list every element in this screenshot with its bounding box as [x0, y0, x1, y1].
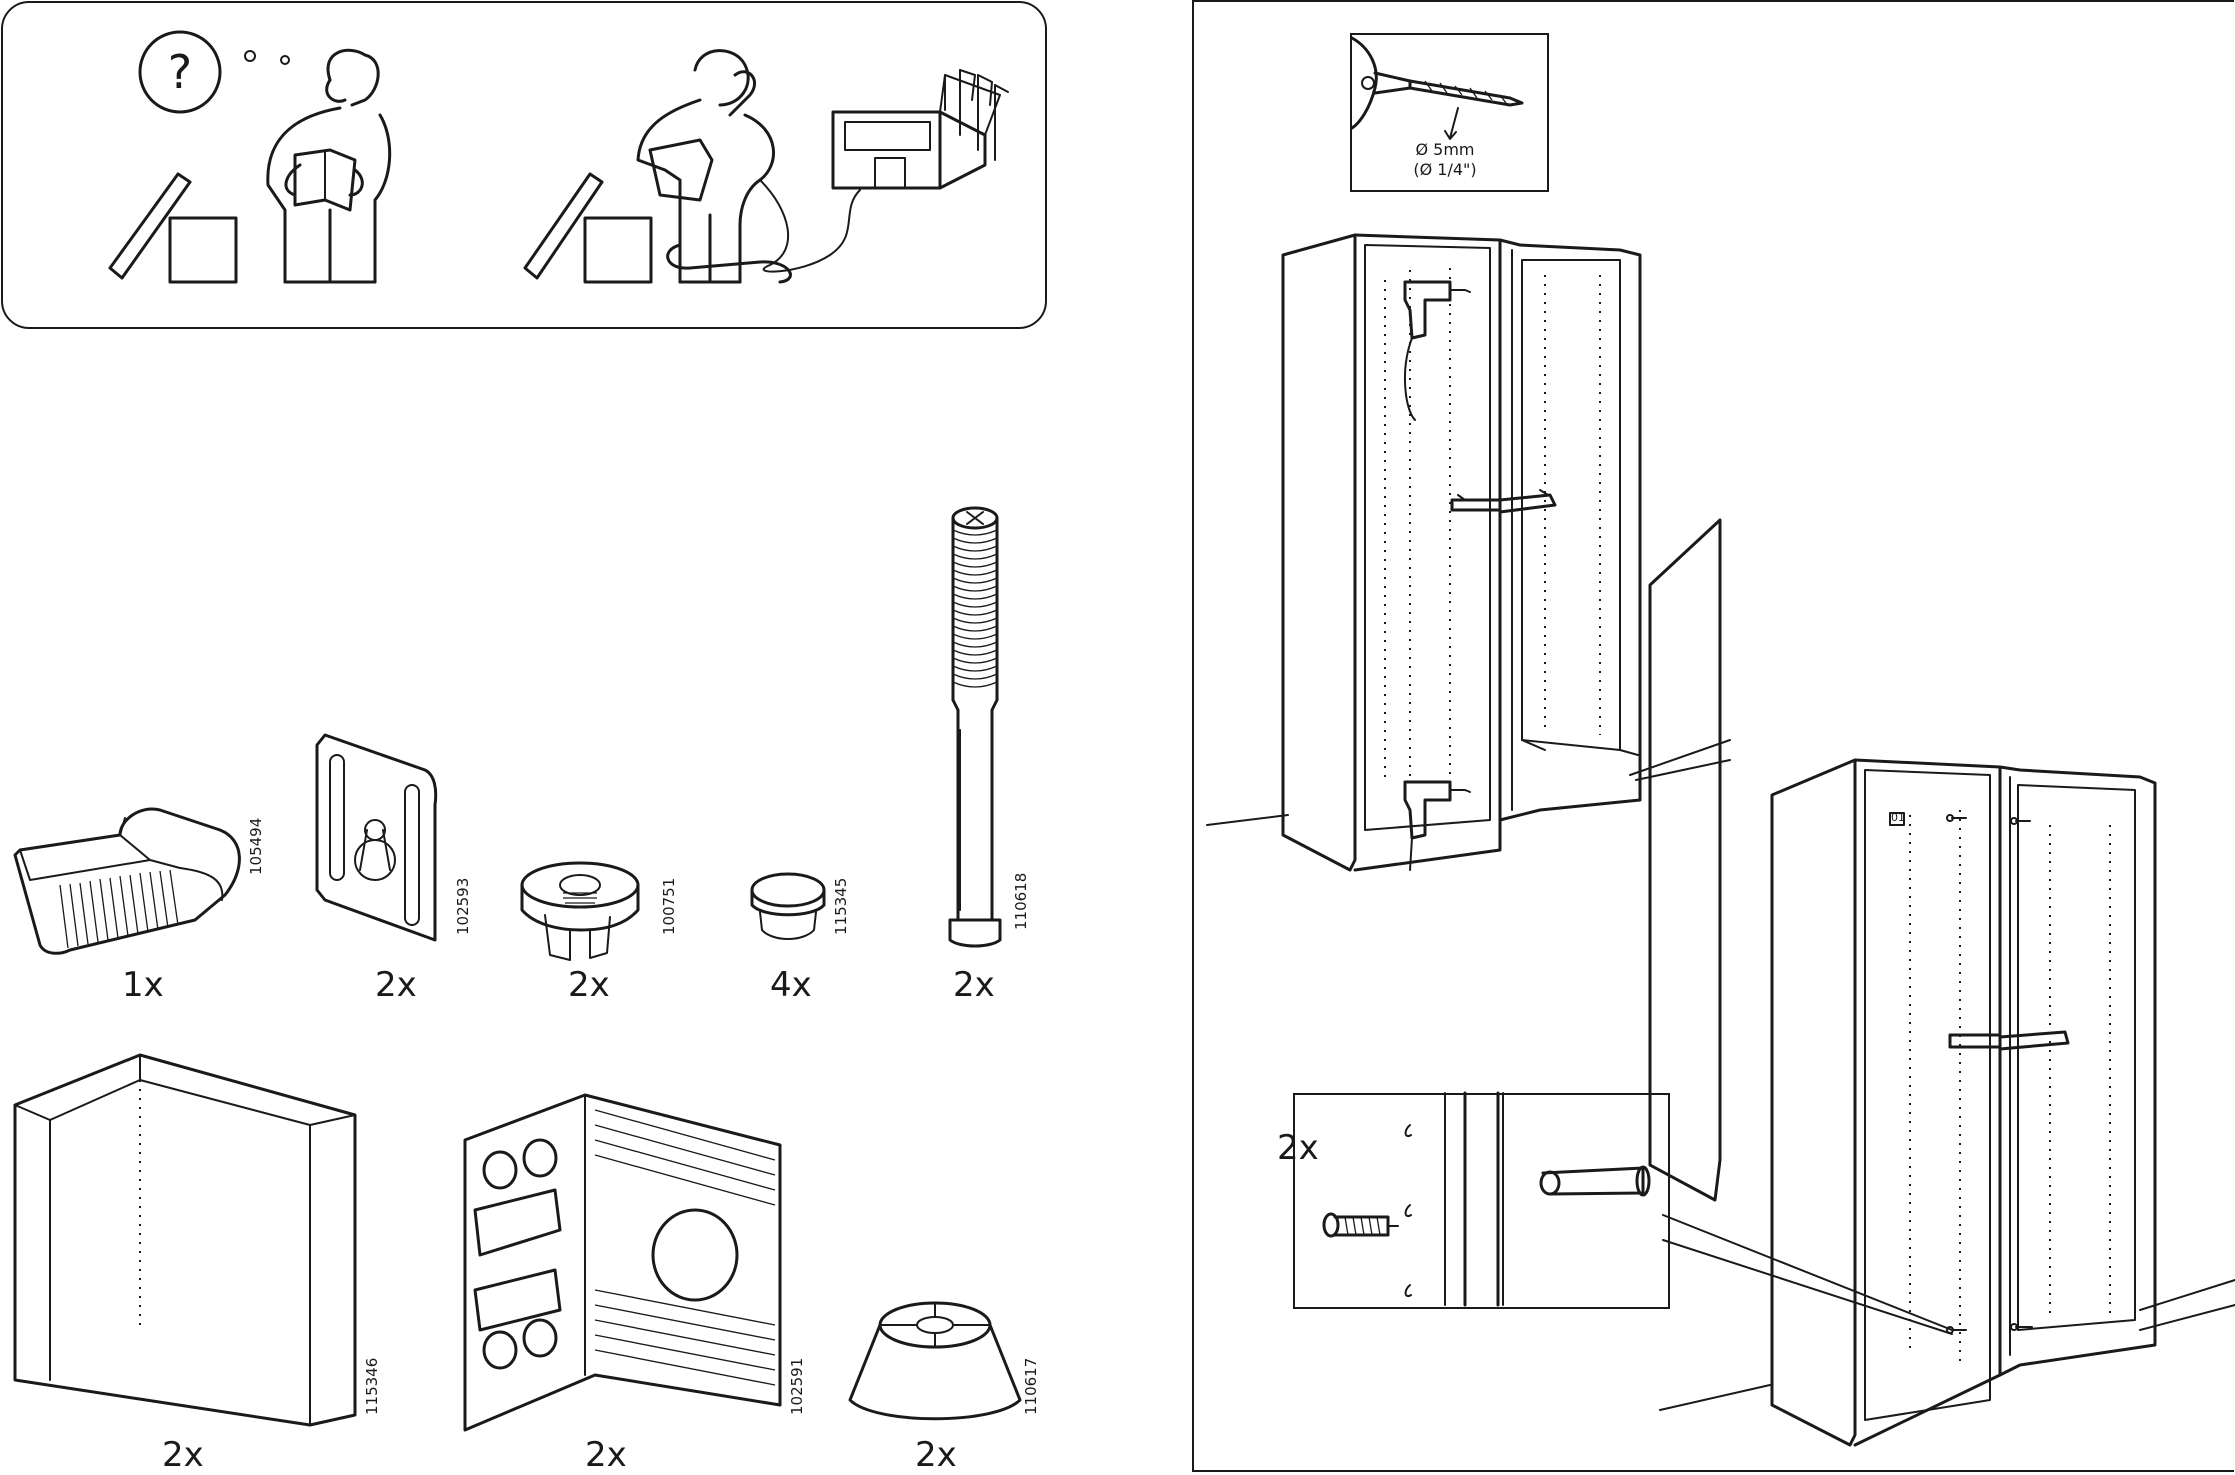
keyhole-plate-drawing — [315, 733, 438, 942]
detail-drawing — [1322, 1091, 1651, 1307]
drill-size-imperial: (Ø 1/4") — [1413, 160, 1477, 179]
cabinet-pair-drawing — [1770, 758, 2157, 1447]
quantity-label: 2x — [915, 1435, 957, 1475]
tee-nut-drawing — [520, 861, 640, 961]
help-illustration: ? IKEA — [108, 30, 1009, 284]
connector-bolt-drawing — [948, 506, 1002, 948]
power-drill-icon — [1403, 280, 1471, 421]
drill-spec-inset — [1350, 33, 1549, 192]
part-number: 102593 — [454, 877, 472, 935]
cabinet-drilling-illustration — [1206, 233, 1731, 872]
store-icon: IKEA — [831, 69, 1009, 190]
quantity-label: 1x — [122, 965, 164, 1005]
person-phoning-icon — [636, 49, 792, 284]
angle-fitting-drawing — [463, 1093, 782, 1432]
wedge-clip-drawing — [13, 807, 241, 955]
detail-inset — [1293, 1093, 1670, 1309]
part-number: 110617 — [1022, 1357, 1040, 1415]
detail-pointer — [1662, 1214, 1953, 1335]
box-icon — [523, 172, 653, 284]
part-number: 102591 — [788, 1357, 806, 1415]
box-icon — [108, 172, 238, 284]
quantity-label: 4x — [770, 965, 812, 1005]
corner-bracket-drawing — [13, 1053, 357, 1427]
power-drill-icon — [1403, 780, 1471, 871]
quantity-label: 2x — [953, 965, 995, 1005]
part-number: 110618 — [1012, 872, 1030, 930]
help-panel — [1, 1, 1047, 329]
drill-bit-icon — [1350, 36, 1524, 140]
detail-quantity-label: 2x — [1277, 1128, 1319, 1168]
shelf-tag: 01 — [1891, 811, 1905, 824]
store-sign: IKEA — [855, 123, 919, 149]
quantity-label: 2x — [585, 1435, 627, 1475]
part-number: 115346 — [363, 1357, 381, 1415]
part-number: 105494 — [247, 817, 265, 875]
svg-text:?: ? — [168, 45, 192, 99]
quantity-label: 2x — [162, 1435, 204, 1475]
quantity-label: 2x — [568, 965, 610, 1005]
quantity-label: 2x — [375, 965, 417, 1005]
plastic-cap-drawing — [750, 872, 826, 940]
screw-icon — [1322, 1212, 1399, 1238]
part-number: 100751 — [660, 877, 678, 935]
connector-bolt-icon — [1539, 1165, 1651, 1197]
part-number: 115345 — [832, 877, 850, 935]
leg-base-drawing — [848, 1301, 1022, 1421]
question-bubble-icon: ? — [138, 30, 290, 114]
drill-size-metric: Ø 5mm — [1415, 140, 1475, 159]
person-reading-icon — [266, 48, 392, 284]
